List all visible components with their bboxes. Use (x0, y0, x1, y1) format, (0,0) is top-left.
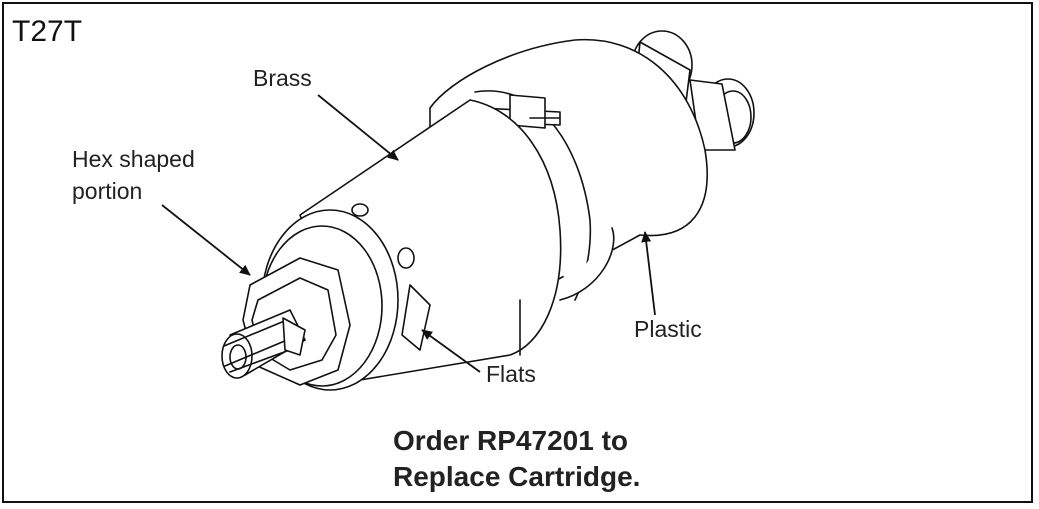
hex-callout-line2: portion (72, 178, 143, 204)
hex-leader (161, 204, 251, 276)
model-label: T27T (12, 15, 83, 48)
plastic-leader (641, 231, 656, 316)
order-note: Order RP47201 to Replace Cartridge. (393, 423, 640, 495)
hex-callout-line1: Hex shaped (72, 146, 195, 172)
order-note-line1: Order RP47201 to (393, 425, 628, 456)
plastic-callout: Plastic (634, 316, 702, 342)
flats-callout: Flats (486, 361, 536, 387)
hex-callout: Hex shaped portion (72, 143, 195, 207)
brass-callout: Brass (253, 65, 312, 91)
order-note-line2: Replace Cartridge. (393, 461, 641, 492)
splined-stem (221, 309, 306, 379)
flats-leader (421, 329, 481, 373)
brass-leader (317, 94, 399, 161)
